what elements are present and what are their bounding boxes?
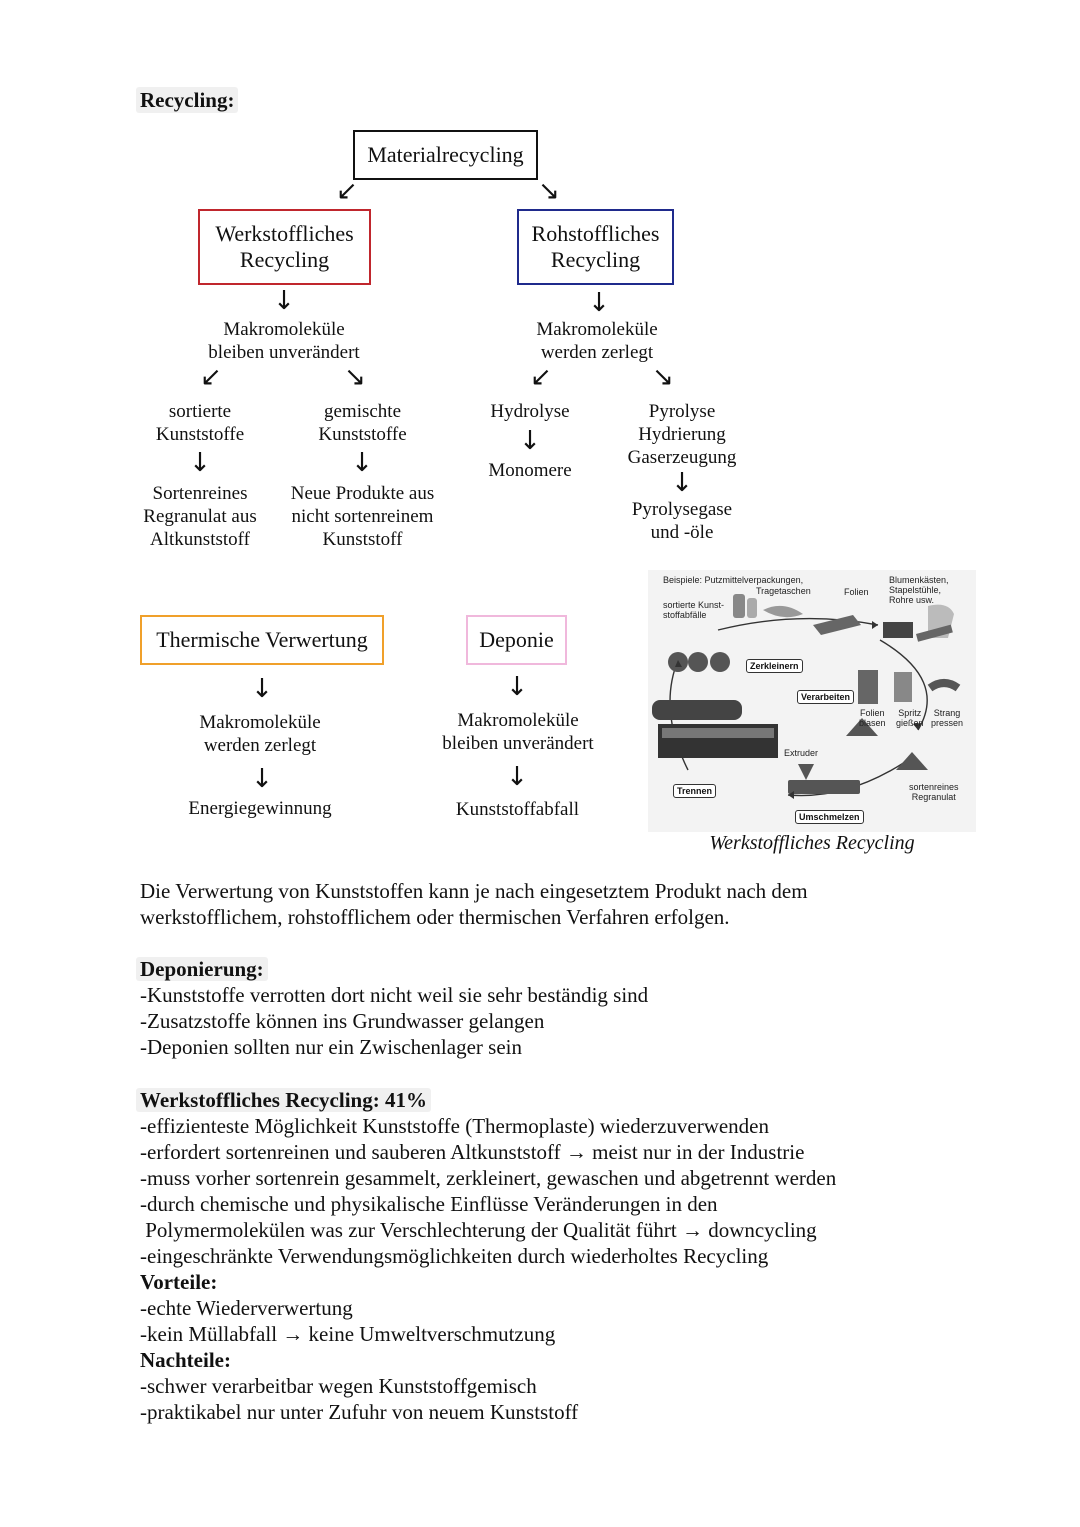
sortenreines-regranulat: Sortenreines Regranulat aus Altkunststof…	[143, 483, 257, 550]
nachteil-item: -schwer verarbeitbar wegen Kunststoffgem…	[140, 1374, 537, 1398]
arrow-down: ↓	[251, 674, 273, 704]
arrow-down-right: ↘	[344, 362, 366, 392]
section-werkstoffliches-recycling: Werkstoffliches Recycling: 41% -effizien…	[136, 1087, 837, 1425]
arrow-down: ↓	[588, 288, 610, 318]
gemischte-kunststoffe: gemischte Kunststoffe	[318, 401, 407, 445]
arrow-down-right: ↘	[538, 176, 560, 206]
box-werkstoffliches-recycling: Werkstoffliches Recycling	[198, 209, 371, 285]
vorteil-item: -echte Wiederverwertung	[140, 1296, 353, 1320]
arrow-down: ↓	[506, 762, 528, 792]
process-drawing	[652, 594, 961, 799]
box-rohstoffliches-recycling: Rohstoffliches Recycling	[517, 209, 674, 285]
intro-line: Die Verwertung von Kunststoffen kann je …	[140, 879, 808, 903]
tag-trennen: Trennen	[673, 784, 717, 798]
figure-caption: Werkstoffliches Recycling	[709, 832, 915, 854]
arrow-down: ↓	[351, 448, 373, 478]
werkstofflich-result: Makromoleküle bleiben unverändert	[208, 319, 360, 363]
list-item: -Kunststoffe verrotten dort nicht weil s…	[140, 983, 649, 1007]
deponie-result: Makromoleküle bleiben unverändert	[442, 710, 594, 754]
label-extruder: Extruder	[784, 748, 819, 758]
section-heading-deponierung: Deponierung:	[136, 957, 268, 981]
root-box-materialrecycling: Materialrecycling	[353, 130, 538, 180]
page-title: Recycling:	[136, 87, 239, 113]
recycling-process-illustration: Beispiele: Putzmittelverpackungen, Trage…	[648, 570, 976, 832]
pyrolyse-hydrierung-gaserzeugung: Pyrolyse Hydrierung Gaserzeugung	[627, 401, 737, 468]
label-sortenreines-regranulat: sortenreines Regranulat	[909, 782, 959, 802]
label-beispiele: Beispiele: Putzmittelverpackungen,	[663, 575, 804, 585]
arrow-down: ↓	[519, 426, 541, 456]
arrow-down-left: ↙	[530, 362, 552, 392]
monomere: Monomere	[488, 460, 572, 481]
pyrolysegase-und-oele: Pyrolysegase und -öle	[631, 499, 733, 543]
hydrolyse: Hydrolyse	[490, 401, 570, 422]
tag-zerkleinern: Zerkleinern	[746, 659, 803, 673]
energiegewinnung: Energiegewinnung	[188, 798, 332, 819]
label-folien: Folien	[844, 587, 869, 597]
list-item: -durch chemische und physikalische Einfl…	[140, 1192, 718, 1216]
label-strang-pressen: Strang pressen	[931, 708, 964, 728]
arrow-down: ↓	[189, 448, 211, 478]
arrow-down-right: ↘	[652, 362, 674, 392]
vorteile-heading: Vorteile:	[140, 1270, 218, 1294]
sortierte-kunststoffe: sortierte Kunststoffe	[155, 401, 245, 445]
list-item: -effizienteste Möglichkeit Kunststoffe (…	[140, 1114, 769, 1138]
label-spritz-giessen: Spritz gießen	[896, 708, 924, 728]
nachteil-item: -praktikabel nur unter Zufuhr von neuem …	[140, 1400, 579, 1424]
arrow-down: ↓	[506, 672, 528, 702]
section-heading-werkstoffliches: Werkstoffliches Recycling: 41%	[136, 1088, 431, 1112]
list-item: -erfordert sortenreinen und sauberen Alt…	[140, 1140, 805, 1164]
box-thermische-verwertung: Thermische Verwertung	[140, 615, 384, 665]
vorteil-item: -kein Müllabfall → keine Umweltverschmut…	[140, 1322, 556, 1346]
arrow-down: ↓	[671, 468, 693, 498]
intro-line: werkstofflichem, rohstofflichem oder the…	[140, 905, 730, 929]
box-deponie: Deponie	[466, 615, 567, 665]
arrow-down: ↓	[273, 286, 295, 316]
label-blumenkaesten: Blumenkästen, Stapelstühle, Rohre usw.	[889, 575, 949, 605]
tag-verarbeiten: Verarbeiten	[797, 690, 855, 704]
list-item: -Deponien sollten nur ein Zwischenlager …	[140, 1035, 522, 1059]
label-sortierte-kunststoffabfaelle: sortierte Kunst- stoffabfälle	[663, 600, 725, 620]
list-item: -muss vorher sortenrein gesammelt, zerkl…	[140, 1166, 837, 1190]
intro-paragraph: Die Verwertung von Kunststoffen kann je …	[140, 878, 808, 930]
list-item: -Zusatzstoffe können ins Grundwasser gel…	[140, 1009, 545, 1033]
list-item: -eingeschränkte Verwendungsmöglichkeiten…	[140, 1244, 769, 1268]
rohstofflich-result: Makromoleküle werden zerlegt	[536, 319, 658, 363]
section-deponierung: Deponierung: -Kunststoffe verrotten dort…	[136, 956, 649, 1060]
tag-umschmelzen: Umschmelzen	[795, 810, 864, 824]
kunststoffabfall: Kunststoffabfall	[455, 799, 580, 820]
arrow-down: ↓	[251, 764, 273, 794]
nachteile-heading: Nachteile:	[140, 1348, 231, 1372]
list-item: Polymermolekülen was zur Verschlechterun…	[140, 1218, 817, 1242]
thermisch-result: Makromoleküle werden zerlegt	[199, 712, 321, 756]
label-folien-blasen: Folien blasen	[859, 708, 886, 728]
label-tragetaschen: Tragetaschen	[756, 586, 811, 596]
arrow-down-left: ↙	[200, 362, 222, 392]
neue-produkte: Neue Produkte aus nicht sortenreinem Kun…	[290, 483, 435, 550]
arrow-down-left: ↙	[336, 176, 358, 206]
